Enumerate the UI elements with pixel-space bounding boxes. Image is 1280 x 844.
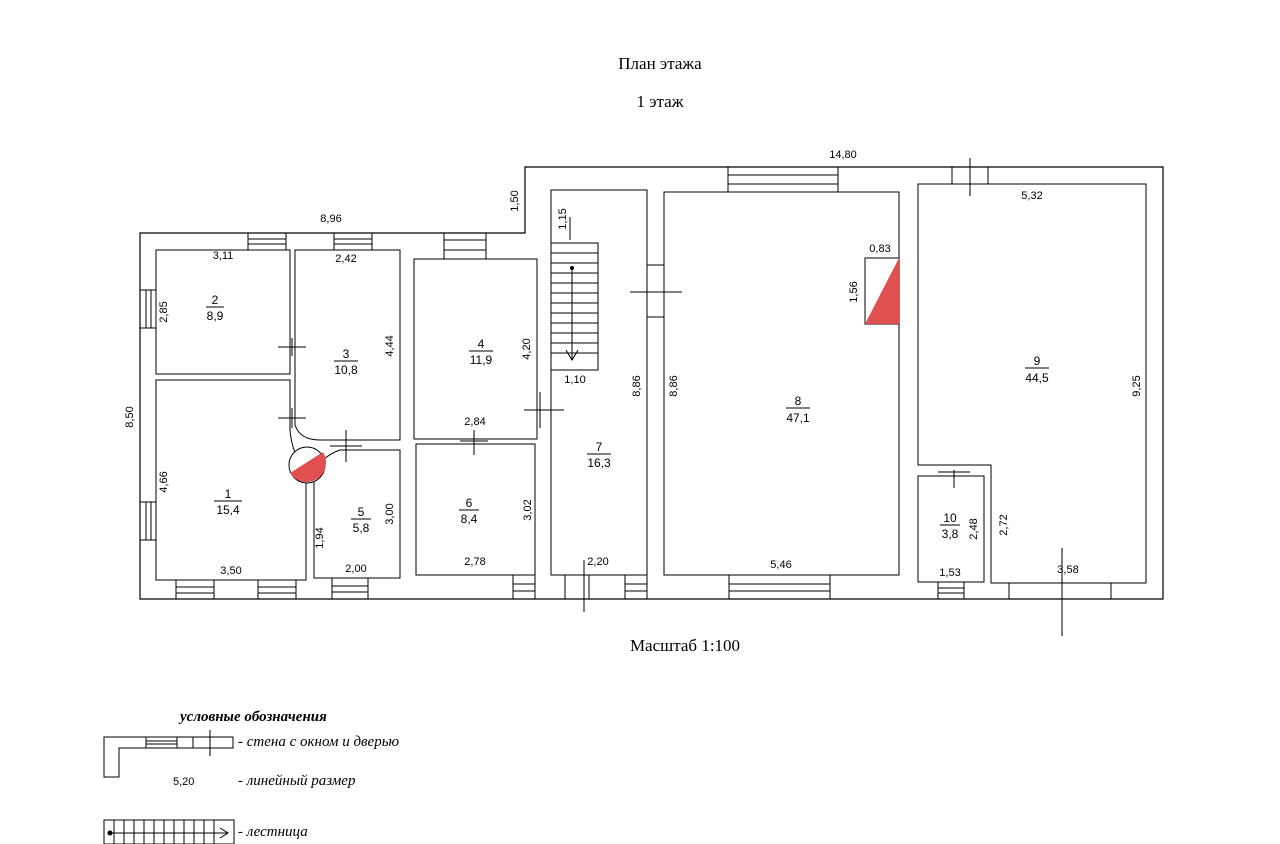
room-num: 5 xyxy=(358,505,365,519)
chimney-fill xyxy=(865,258,899,324)
room-num: 7 xyxy=(596,440,603,454)
legend-dimension: - линейный размер xyxy=(238,773,356,789)
outer-wall xyxy=(139,166,1164,600)
svg-text:3,00: 3,00 xyxy=(384,503,396,524)
room-num: 1 xyxy=(225,487,232,501)
room-area: 8,9 xyxy=(207,309,224,323)
svg-text:0,83: 0,83 xyxy=(869,243,890,255)
room-num: 4 xyxy=(478,337,485,351)
room-area: 3,8 xyxy=(942,527,959,541)
svg-text:2,84: 2,84 xyxy=(464,416,485,428)
room-area: 11,9 xyxy=(470,353,493,367)
room-num: 9 xyxy=(1034,354,1041,368)
scale-label: Масштаб 1:100 xyxy=(629,636,741,655)
dim-step: 1,50 xyxy=(509,190,521,211)
svg-text:5,32: 5,32 xyxy=(1021,190,1042,202)
svg-text:2,20: 2,20 xyxy=(587,556,608,568)
legend-title: условные обозначения xyxy=(180,709,327,725)
svg-text:4,44: 4,44 xyxy=(384,335,396,356)
legend-wall: - стена с окном и дверью xyxy=(238,734,400,750)
svg-text:5,46: 5,46 xyxy=(770,559,791,571)
chimney xyxy=(864,257,900,325)
room-3 xyxy=(294,249,401,441)
svg-text:1,56: 1,56 xyxy=(848,281,860,302)
dimension-labels: 14,80 8,96 1,50 8,50 3,11 2,85 2,42 4,44… xyxy=(124,149,1143,579)
dim-left-height: 8,50 xyxy=(124,406,136,427)
room-area: 15,4 xyxy=(216,503,240,517)
svg-text:2,72: 2,72 xyxy=(998,514,1010,535)
svg-text:4,20: 4,20 xyxy=(521,338,533,359)
room-area: 47,1 xyxy=(786,411,810,425)
room-num: 2 xyxy=(212,293,219,307)
room-area: 16,3 xyxy=(587,456,611,470)
plan-title: План этажа xyxy=(618,54,702,73)
legend-dimension-sample: 5,20 xyxy=(173,776,195,788)
svg-text:4,66: 4,66 xyxy=(158,471,170,492)
floor-label: 1 этаж xyxy=(636,92,684,111)
room-num: 3 xyxy=(343,347,350,361)
windows xyxy=(139,166,1112,600)
stairs xyxy=(550,242,599,371)
svg-text:2,48: 2,48 xyxy=(968,518,980,539)
dim-total-width: 14,80 xyxy=(829,149,857,161)
room-4 xyxy=(413,258,538,440)
svg-text:2,78: 2,78 xyxy=(464,556,485,568)
svg-text:3,58: 3,58 xyxy=(1057,564,1078,576)
room-area: 5,8 xyxy=(353,521,370,535)
svg-text:3,11: 3,11 xyxy=(213,250,234,262)
room-area: 8,4 xyxy=(461,512,478,526)
svg-text:3,50: 3,50 xyxy=(220,565,241,577)
room-num: 10 xyxy=(943,511,957,525)
svg-text:1,10: 1,10 xyxy=(564,374,585,386)
room-8 xyxy=(663,191,900,576)
room-6 xyxy=(415,443,536,576)
room-labels: 2 8,9 3 10,8 4 11,9 1 15,4 5 5,8 6 8,4 7… xyxy=(206,293,1049,541)
room-area: 10,8 xyxy=(334,363,358,377)
room-area: 44,5 xyxy=(1025,371,1049,385)
svg-text:8,86: 8,86 xyxy=(631,375,643,396)
svg-text:3,02: 3,02 xyxy=(522,499,534,520)
legend-wall-sample xyxy=(103,730,234,778)
svg-text:2,00: 2,00 xyxy=(345,563,366,575)
svg-text:2,42: 2,42 xyxy=(335,253,356,265)
room-1 xyxy=(155,379,307,581)
svg-text:8,86: 8,86 xyxy=(668,375,680,396)
svg-text:1,15: 1,15 xyxy=(557,208,569,229)
svg-text:2,85: 2,85 xyxy=(158,301,170,322)
doors xyxy=(278,158,1063,636)
svg-text:1,94: 1,94 xyxy=(314,527,326,548)
room-9 xyxy=(917,183,1147,584)
legend-stairs: - лестница xyxy=(238,824,308,840)
room-num: 6 xyxy=(466,496,473,510)
dim-left-width: 8,96 xyxy=(320,213,341,225)
boiler xyxy=(288,446,327,484)
room-num: 8 xyxy=(795,394,802,408)
legend-stairs-sample xyxy=(103,819,235,844)
svg-text:9,25: 9,25 xyxy=(1131,375,1143,396)
svg-text:1,53: 1,53 xyxy=(939,567,960,579)
